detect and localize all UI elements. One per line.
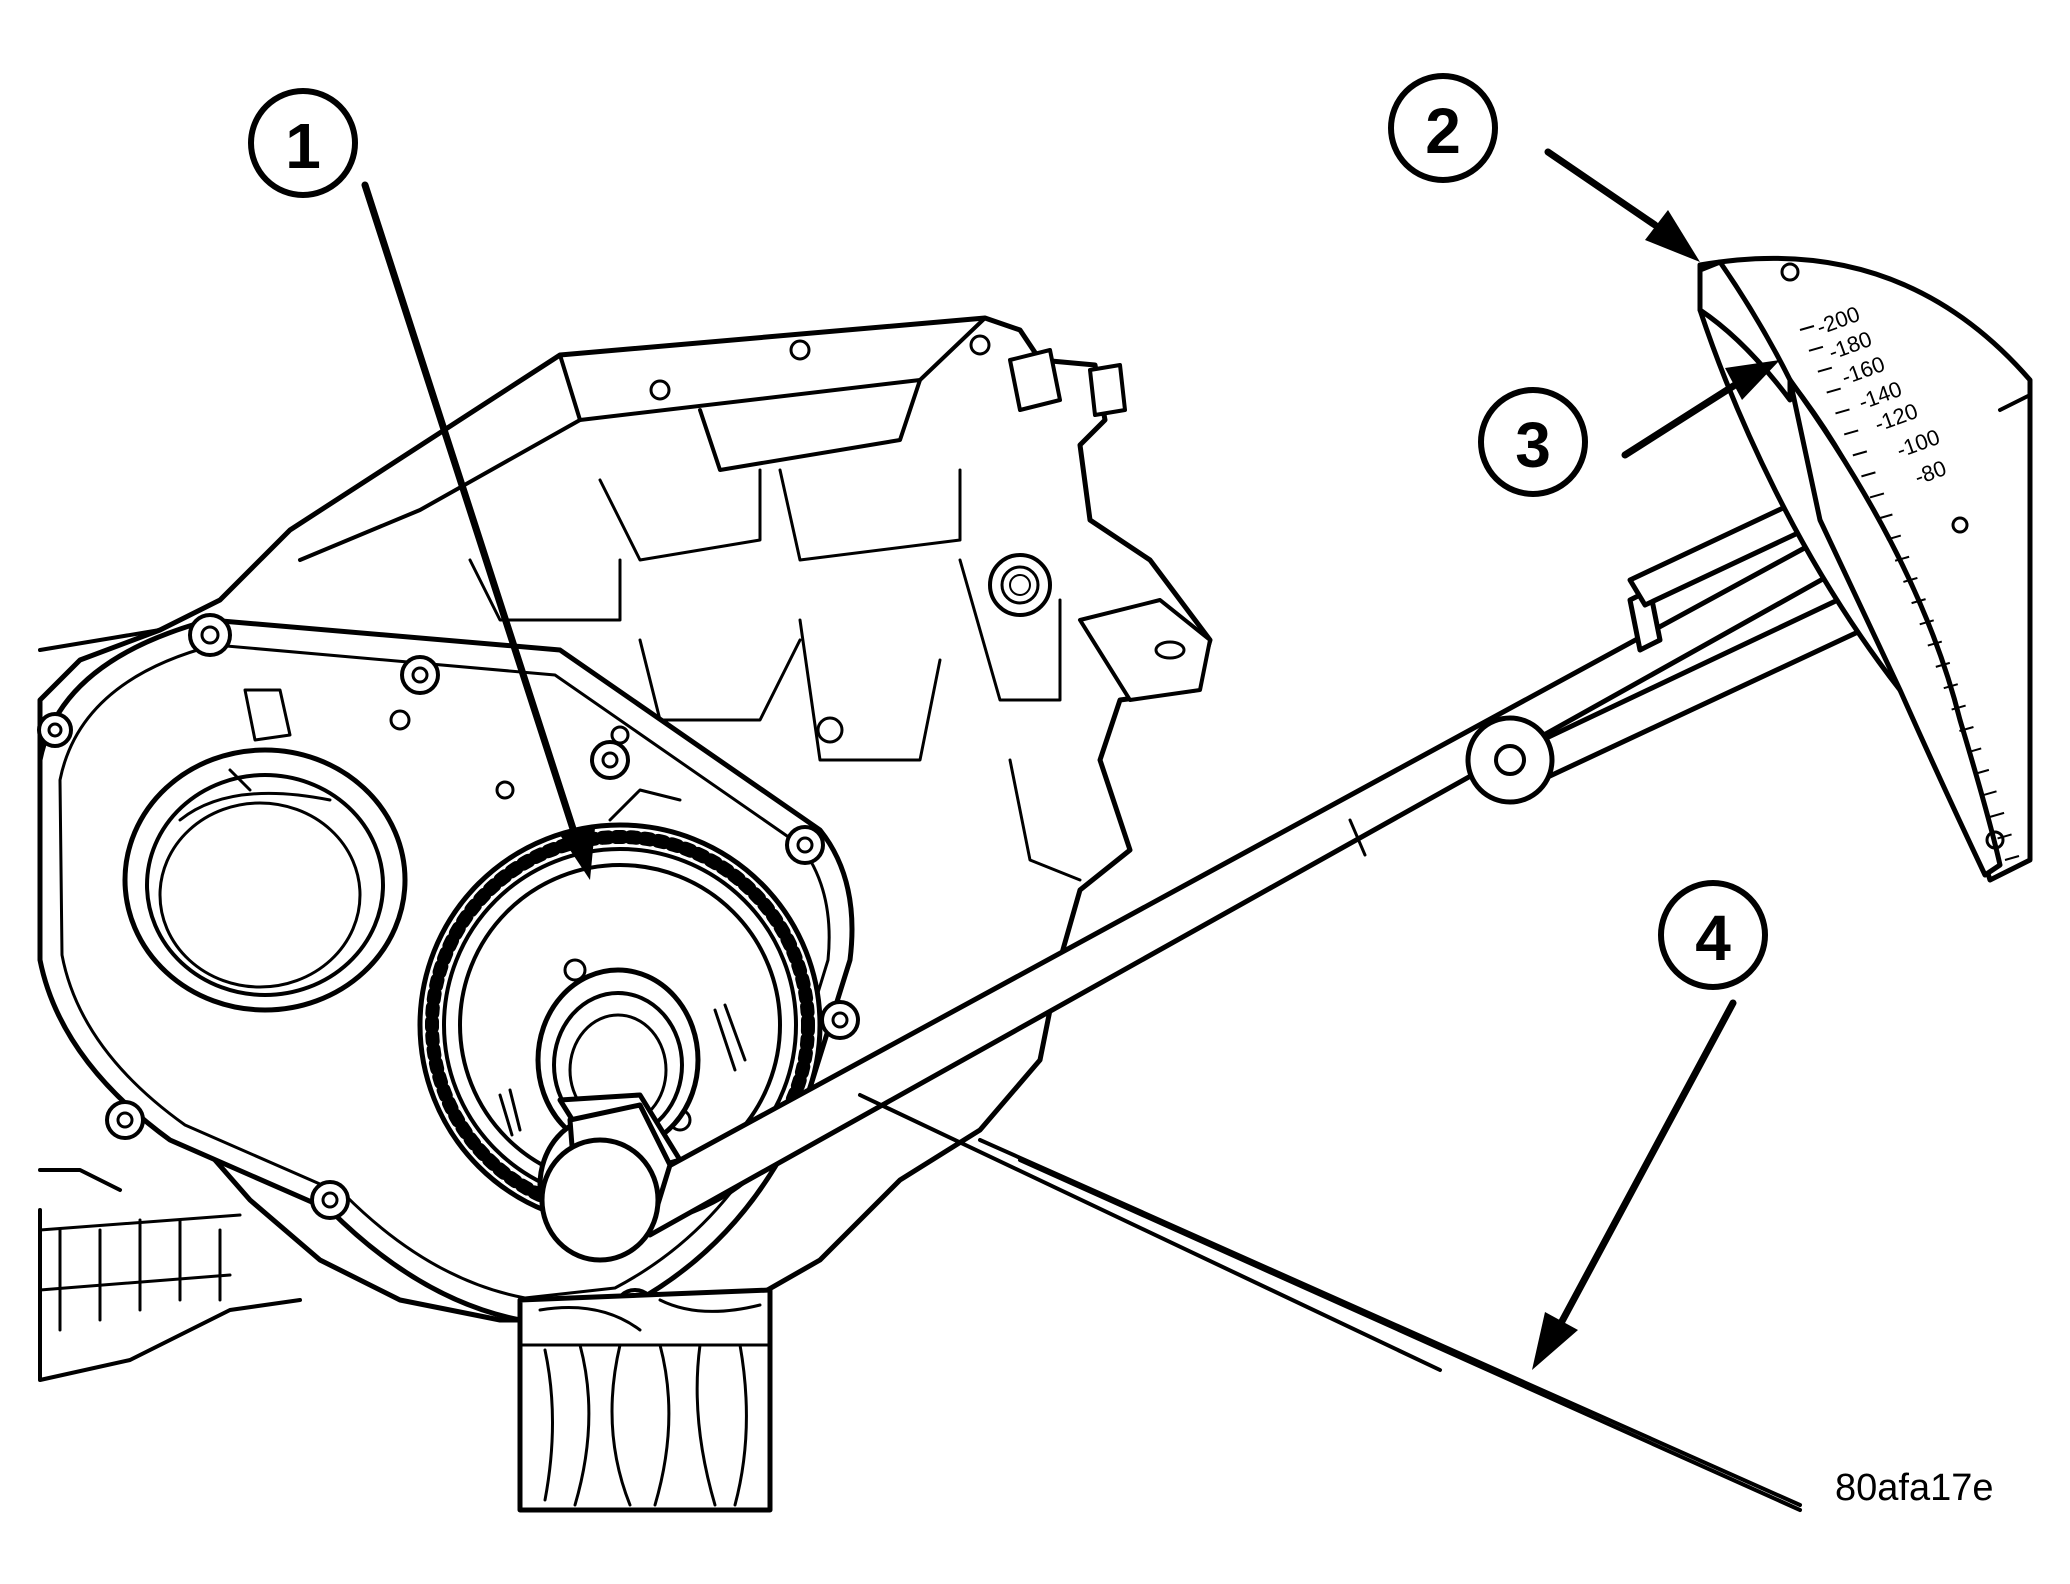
dial-tick [1817, 366, 1833, 373]
callout-1: 1 [248, 88, 358, 198]
callout-4-label: 4 [1695, 902, 1731, 974]
bell-housing-ribs [38, 628, 302, 1382]
dial-tick [1852, 450, 1868, 457]
callout-1-label: 1 [285, 110, 321, 182]
dial-tick [1869, 492, 1885, 499]
dial-tick [1808, 345, 1824, 352]
dial-tick [1861, 471, 1876, 478]
dial-tick [1835, 408, 1850, 415]
torque-dial-scale: -200-180-160-140-120-100-80 [1697, 255, 2033, 883]
dial-tick [1935, 661, 1951, 668]
dial-tick [1966, 747, 1982, 754]
callout-2-label: 2 [1425, 95, 1461, 167]
dial-tick [1886, 534, 1902, 541]
dial-tick [1951, 704, 1966, 711]
dial-tick [1911, 598, 1926, 605]
dial-tick [1943, 683, 1959, 690]
callout-3: 3 [1478, 387, 1588, 497]
dial-tick [1989, 811, 2005, 818]
dial-tick [1982, 790, 1997, 797]
torque-wrench [537, 497, 1908, 1512]
output-bore [122, 747, 408, 1013]
dial-tick [1903, 576, 1918, 583]
dial-tick [1997, 833, 2012, 840]
dial-tick [1974, 768, 1990, 775]
dial-tick [1919, 619, 1935, 626]
dial-tick [1927, 640, 1943, 647]
dial-tick [1799, 325, 1815, 331]
callout-4: 4 [1658, 880, 1768, 990]
dial-tick [1894, 555, 1910, 562]
dial-tick [1843, 429, 1859, 436]
dial-tick [1826, 387, 1841, 394]
figure-id: 80afa17e [1835, 1467, 1994, 1509]
dial-tick [1959, 726, 1974, 732]
callout-3-label: 3 [1515, 409, 1551, 481]
dial-tick [2004, 855, 2020, 861]
callout-arrows [361, 148, 1780, 1370]
wood-block-support [517, 1287, 773, 1513]
dial-tick [1878, 513, 1893, 520]
dial-tick-marks [1799, 325, 2020, 861]
callout-2: 2 [1388, 73, 1498, 183]
